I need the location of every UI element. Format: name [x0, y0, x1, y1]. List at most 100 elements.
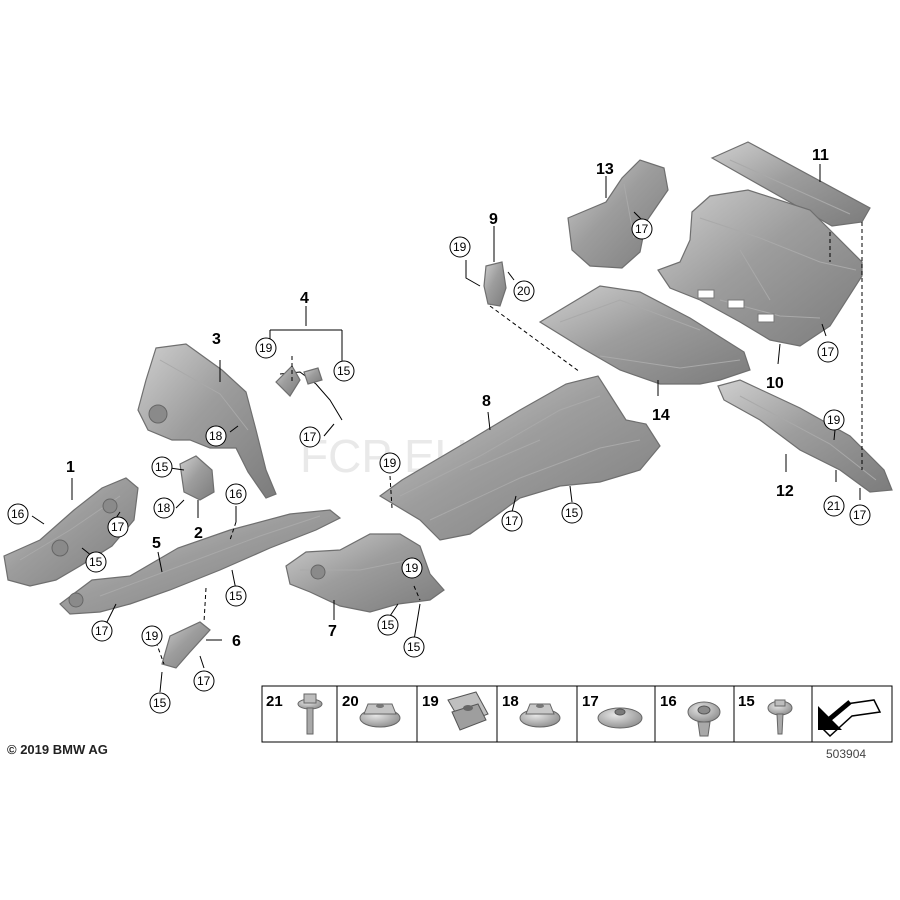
circled-17: 17	[849, 504, 871, 526]
svg-text:17: 17	[95, 624, 109, 638]
svg-text:18: 18	[157, 501, 171, 515]
svg-text:15: 15	[407, 640, 421, 654]
fastener-legend: 21 20 19 18	[261, 685, 893, 743]
part-3-heat-shield	[137, 343, 277, 499]
svg-text:17: 17	[853, 508, 867, 522]
circled-16: 16	[7, 503, 29, 525]
svg-text:17: 17	[111, 520, 125, 534]
circled-17: 17	[299, 426, 321, 448]
callout-14: 14	[652, 407, 670, 424]
circled-17: 17	[91, 620, 113, 642]
part-9-bracket	[483, 261, 507, 307]
svg-text:16: 16	[660, 693, 677, 710]
part-8-tunnel-heat-shield	[378, 375, 661, 541]
part-12-heat-shield-strip	[717, 379, 893, 493]
callout-3: 3	[212, 331, 221, 348]
circled-15: 15	[377, 614, 399, 636]
circled-15: 15	[151, 456, 173, 478]
svg-text:16: 16	[229, 487, 243, 501]
svg-text:15: 15	[229, 589, 243, 603]
hex-nut-icon	[519, 703, 561, 728]
copyright-text: © 2019 BMW AG	[7, 742, 108, 757]
circled-17: 17	[817, 341, 839, 363]
svg-text:19: 19	[453, 240, 467, 254]
callout-13: 13	[596, 161, 614, 178]
part-1-front-heat-shield	[3, 477, 139, 587]
legend-item-20: 20	[342, 693, 401, 728]
svg-text:15: 15	[153, 696, 167, 710]
svg-text:17: 17	[197, 674, 211, 688]
callout-7: 7	[328, 623, 337, 640]
part-14-center-heat-shield	[538, 285, 751, 385]
part-6-bracket	[161, 621, 211, 669]
svg-text:17: 17	[582, 693, 599, 710]
svg-text:17: 17	[303, 430, 317, 444]
circled-21: 21	[823, 495, 845, 517]
circled-19: 19	[449, 236, 471, 258]
callout-6: 6	[232, 633, 241, 650]
svg-text:15: 15	[381, 618, 395, 632]
circled-17: 17	[631, 218, 653, 240]
circled-15: 15	[561, 502, 583, 524]
circled-18: 18	[205, 425, 227, 447]
callout-12: 12	[776, 483, 794, 500]
callout-2: 2	[194, 525, 203, 542]
svg-text:15: 15	[738, 693, 755, 710]
svg-text:19: 19	[145, 629, 159, 643]
clip-nut-icon	[447, 691, 489, 731]
orientation-arrow-icon	[818, 699, 882, 738]
callout-9: 9	[489, 211, 498, 228]
part-4-holder	[275, 365, 343, 421]
svg-text:19: 19	[259, 341, 273, 355]
callout-1: 1	[66, 459, 75, 476]
callouts: 11 13 9 10 14 8 12 4 3 1 2 5 6 7	[66, 147, 829, 650]
part-10-rear-heat-shield	[657, 189, 863, 347]
legend-item-16: 16	[660, 693, 721, 737]
callout-4: 4	[300, 290, 309, 307]
svg-text:19: 19	[405, 561, 419, 575]
diagram-number: 503904	[826, 747, 867, 761]
washer-icon	[597, 707, 643, 729]
legend-item-19: 19	[422, 691, 489, 731]
svg-text:18: 18	[502, 693, 519, 710]
part-5-heat-shield	[59, 509, 342, 615]
circled-15: 15	[85, 551, 107, 573]
circled-19: 19	[141, 625, 163, 647]
circled-callouts: 17 19 20 17 19 21 17 19 17 15 19 15 18 1…	[7, 218, 871, 714]
svg-text:21: 21	[266, 693, 283, 710]
circled-15: 15	[149, 692, 171, 714]
circled-19: 19	[255, 337, 277, 359]
circled-17: 17	[107, 516, 129, 538]
circled-17: 17	[193, 670, 215, 692]
circled-18: 18	[153, 497, 175, 519]
svg-text:20: 20	[517, 284, 531, 298]
svg-text:19: 19	[383, 456, 397, 470]
svg-text:15: 15	[89, 555, 103, 569]
circled-19: 19	[379, 452, 401, 474]
screw-icon	[767, 699, 793, 735]
svg-text:15: 15	[565, 506, 579, 520]
part-2-bracket	[179, 455, 215, 501]
svg-text:15: 15	[337, 364, 351, 378]
svg-text:19: 19	[422, 693, 439, 710]
callout-5: 5	[152, 535, 161, 552]
svg-text:17: 17	[635, 222, 649, 236]
circled-15: 15	[403, 636, 425, 658]
svg-text:18: 18	[209, 429, 223, 443]
callout-11: 11	[812, 147, 829, 164]
circled-16: 16	[225, 483, 247, 505]
circled-20: 20	[513, 280, 535, 302]
circled-19: 19	[823, 409, 845, 431]
part-13-heat-shield-bracket	[567, 159, 669, 269]
circled-15: 15	[333, 360, 355, 382]
legend-item-21: 21	[266, 693, 323, 735]
circled-15: 15	[225, 585, 247, 607]
circled-19: 19	[401, 557, 423, 579]
callout-8: 8	[482, 393, 491, 410]
flange-nut-icon	[359, 703, 401, 728]
part-7-heat-shield	[285, 533, 445, 613]
svg-text:16: 16	[11, 507, 25, 521]
svg-text:15: 15	[155, 460, 169, 474]
bolt-icon	[297, 693, 323, 735]
